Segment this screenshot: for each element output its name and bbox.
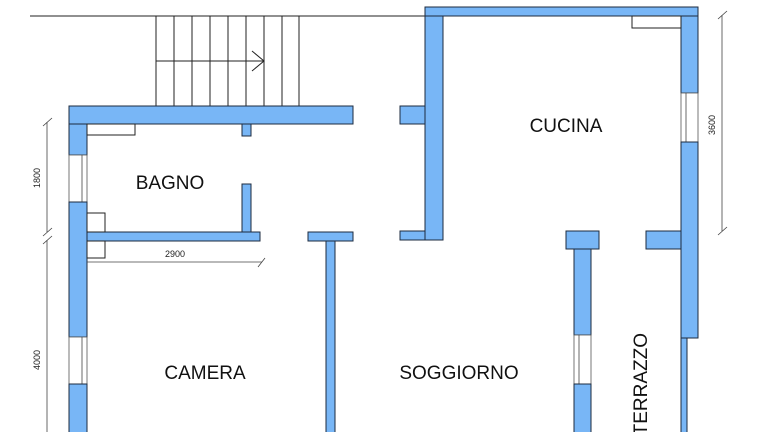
wall-stub — [645, 230, 682, 250]
dimension-bagno-height: 1800 — [32, 117, 53, 237]
svg-text:1800: 1800 — [32, 168, 42, 188]
wall-cucina-right — [680, 141, 699, 339]
staircase — [155, 16, 300, 106]
fixture-outline — [86, 240, 106, 259]
room-label-soggiorno: SOGGIORNO — [399, 363, 518, 384]
dimension-cucina-height: 3600 — [707, 10, 728, 236]
wall-bagno-camera — [86, 231, 261, 242]
window-bagno — [68, 154, 88, 203]
wall-soggiorno-terrazzo — [573, 248, 592, 336]
svg-text:4000: 4000 — [32, 350, 42, 370]
dimension-bagno-width: 2900 — [87, 249, 266, 268]
room-label-cucina: CUCINA — [530, 116, 603, 137]
window-camera — [68, 336, 88, 385]
terrazzo-railing — [680, 337, 688, 432]
wall-cucina-left — [424, 15, 444, 241]
room-label-bagno: BAGNO — [136, 173, 205, 194]
wall-left — [68, 383, 88, 432]
wall-camera-soggiorno — [325, 240, 336, 432]
dimension-camera-height: 4000 — [32, 235, 53, 432]
fixture-outline — [631, 15, 682, 29]
wall-left — [68, 201, 88, 338]
wall-cucina-top — [424, 6, 699, 17]
wall-stub — [399, 105, 426, 125]
wall-bagno-partition — [241, 183, 252, 233]
wall-stub — [399, 230, 426, 241]
wall-left — [68, 123, 88, 156]
stair-direction-arrow-icon — [156, 50, 265, 72]
wall-cucina-right — [680, 15, 699, 94]
wall-stub — [241, 123, 252, 137]
svg-text:2900: 2900 — [165, 249, 185, 259]
wall-top-left — [68, 105, 354, 125]
window-cucina — [680, 92, 699, 143]
room-label-camera: CAMERA — [164, 363, 246, 384]
wall-soggiorno-terrazzo — [573, 383, 592, 432]
svg-text:3600: 3600 — [707, 115, 717, 135]
wall-t-cap — [565, 230, 600, 250]
fixture-outline — [86, 123, 136, 136]
window-soggiorno — [573, 334, 592, 385]
fixture-outline — [86, 212, 106, 233]
wall-t-cap — [307, 231, 354, 242]
room-label-terrazzo: TERRAZZO — [631, 333, 652, 432]
